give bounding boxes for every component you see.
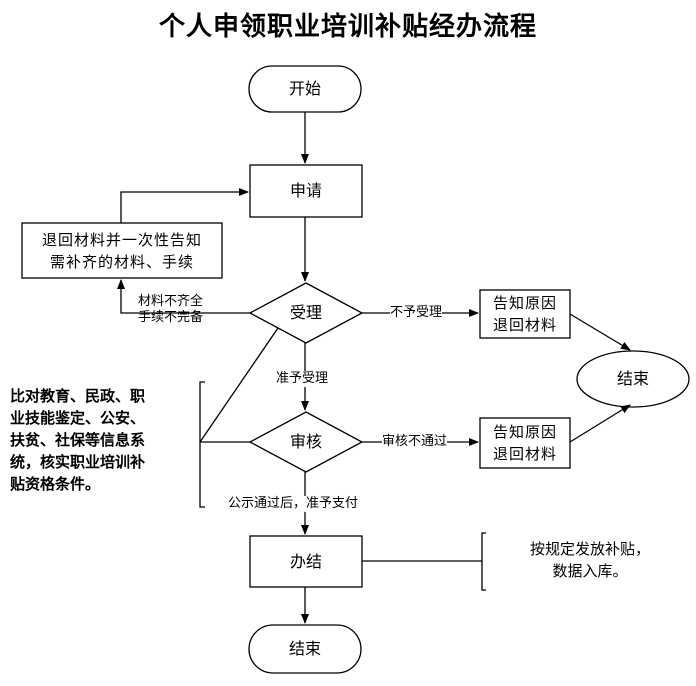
apply-box	[249, 164, 363, 218]
reject-notice-line: 退回材料	[492, 445, 557, 463]
reject-notice-line: 退回材料	[492, 316, 557, 334]
verification-bracket	[199, 381, 205, 508]
apply-node: 申请	[289, 181, 322, 200]
reject-notice-node-2: 告知原因 退回材料	[480, 418, 570, 468]
finish-node: 办结	[289, 551, 322, 571]
reject-notice-box-2	[479, 417, 571, 469]
verification-link-accept	[199, 327, 279, 443]
reject-notice-line: 告知原因	[492, 423, 557, 441]
end-bottom-node: 结束	[288, 639, 321, 658]
end-right-terminator	[576, 350, 690, 408]
edge-label-line: 材料不齐全	[138, 294, 204, 309]
edge-reject2-end	[569, 404, 631, 443]
payment-note-line: 按规定发放补贴，	[529, 540, 650, 558]
payment-note: 按规定发放补贴， 数据入库。	[490, 538, 690, 582]
verification-note-line: 贴资格条件。	[10, 475, 101, 493]
edge-label-publicized: 公示通过后，准予支付	[228, 496, 359, 512]
start-node: 开始	[288, 79, 321, 98]
review-diamond	[248, 411, 364, 473]
edge-label-line: 手续不完备	[138, 310, 204, 325]
verification-note-line: 扶贫、社保等信息系	[10, 431, 146, 449]
accept-diamond	[248, 282, 364, 344]
return-materials-box	[21, 222, 223, 279]
verification-note-line: 业技能鉴定、公安、	[10, 409, 146, 427]
payment-bracket	[481, 532, 486, 591]
reject-notice-node-1: 告知原因 退回材料	[480, 290, 570, 338]
edge-label-accepted: 准予受理	[276, 371, 329, 387]
verification-note-line: 比对教育、民政、职	[10, 387, 146, 405]
reject-notice-line: 告知原因	[492, 294, 557, 312]
page-title: 个人申领职业培训补贴经办流程	[158, 12, 537, 42]
edge-return-apply	[120, 188, 249, 223]
end-bottom-terminator	[248, 624, 362, 674]
review-node: 审核	[289, 432, 322, 451]
payment-note-line: 数据入库。	[552, 562, 628, 580]
end-right-node: 结束	[616, 369, 649, 388]
return-materials-line: 退回材料并一次性告知	[41, 230, 202, 249]
verification-note: 比对教育、民政、职 业技能鉴定、公安、 扶贫、社保等信息系 统，核实职业培训补 …	[10, 385, 200, 495]
edge-label-not-accepted: 不予受理	[390, 305, 443, 321]
return-materials-line: 需补齐的材料、手续	[49, 252, 194, 271]
return-materials-node: 退回材料并一次性告知 需补齐的材料、手续	[22, 223, 222, 278]
edge-label-review-failed: 审核不通过	[382, 434, 448, 450]
edge-accept-return	[117, 279, 250, 314]
verification-note-line: 统，核实职业培训补	[10, 453, 146, 471]
accept-node: 受理	[289, 303, 322, 322]
edge-label-incomplete: 材料不齐全 手续不完备	[138, 294, 203, 326]
edge-reject1-end	[569, 313, 631, 351]
